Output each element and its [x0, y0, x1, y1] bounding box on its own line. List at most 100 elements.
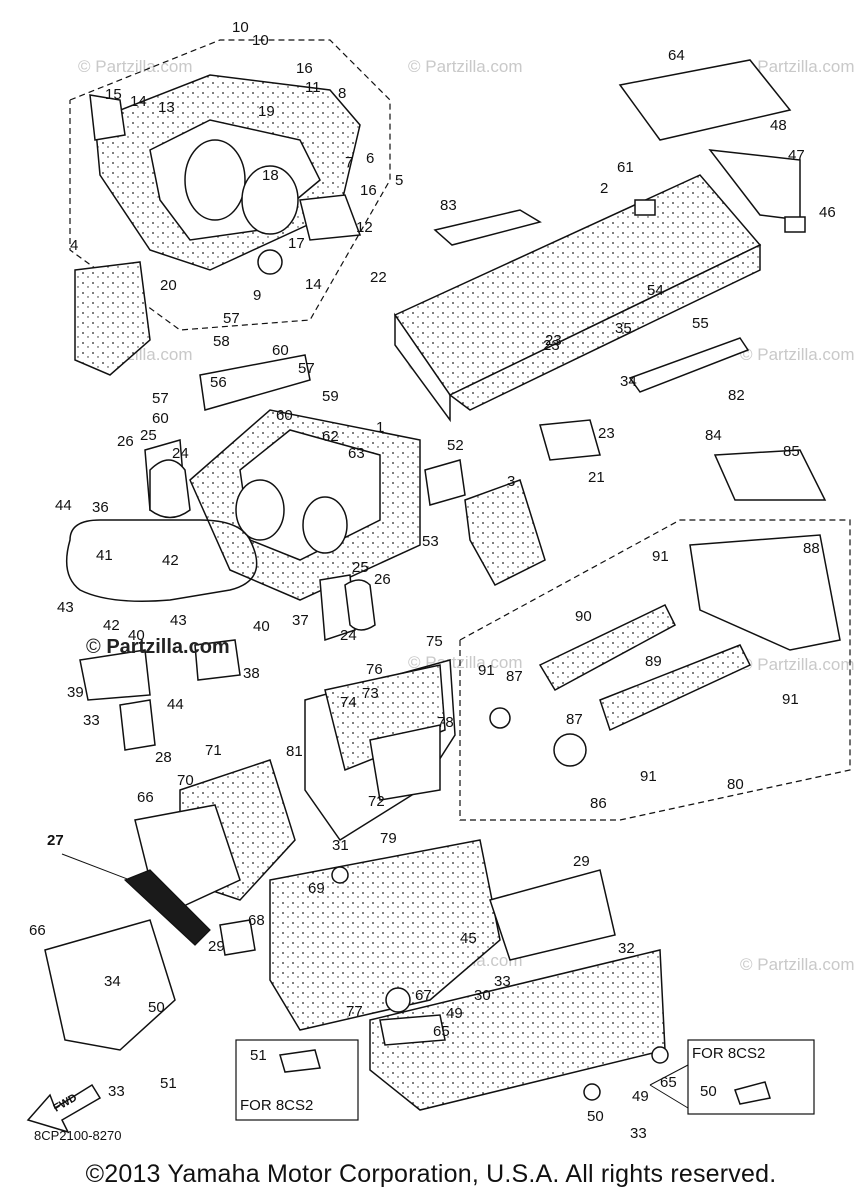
watermark: © Partzilla.com — [408, 57, 523, 76]
callout-label: 83 — [440, 197, 457, 214]
callout-label: 40 — [128, 627, 145, 644]
callout-label: 33 — [83, 712, 100, 729]
callout-label: 14 — [305, 276, 322, 293]
callout-label: 66 — [137, 789, 154, 806]
callout-label: 29 — [573, 853, 590, 870]
copyright-symbol-icon: © — [86, 636, 101, 658]
note-box-right: FOR 8CS2 50 — [649, 1039, 815, 1115]
callout-label: 68 — [248, 912, 265, 929]
watermark-bold: © Partzilla.com — [86, 636, 230, 659]
callout-label: 87 — [566, 711, 583, 728]
callout-label: 50 — [587, 1108, 604, 1125]
callout-label: 42 — [103, 617, 120, 634]
callouts: 10 10 16 15 14 13 19 11 8 6 18 7 16 5 12… — [29, 19, 836, 1142]
callout-label: 91 — [478, 662, 495, 679]
callout-label: 21 — [588, 469, 605, 486]
lower-body-group — [44, 659, 669, 1111]
callout-label: 64 — [668, 47, 685, 64]
callout-label: 32 — [618, 940, 635, 957]
callout-label: 28 — [155, 749, 172, 766]
callout-label: 1 — [376, 419, 384, 436]
note-box-left: 51 FOR 8CS2 — [235, 1039, 359, 1121]
callout-label: 19 — [258, 103, 275, 120]
callout-label: 24 — [172, 445, 189, 462]
callout-label: 43 — [57, 599, 74, 616]
callout-label: 67 — [415, 987, 432, 1004]
callout-label: 75 — [426, 633, 443, 650]
callout-label: 85 — [783, 443, 800, 460]
callout-label: 57 — [223, 310, 240, 327]
callout-label: 3 — [507, 473, 515, 490]
note-box-left-caption: FOR 8CS2 — [240, 1097, 313, 1114]
callout-label: 26 — [117, 433, 134, 450]
callout-label: 55 — [692, 315, 709, 332]
callout-label: 34 — [104, 973, 121, 990]
callout-label: 81 — [286, 743, 303, 760]
callout-label: 44 — [55, 497, 72, 514]
callout-label: 87 — [506, 668, 523, 685]
callout-label: 37 — [292, 612, 309, 629]
callout-label: 23 — [543, 337, 560, 354]
callout-label: 20 — [160, 277, 177, 294]
callout-label: 43 — [170, 612, 187, 629]
callout-label: 65 — [660, 1074, 677, 1091]
callout-label: 82 — [728, 387, 745, 404]
watermark: © Partzilla.com — [740, 955, 855, 974]
callout-label: 29 — [208, 938, 225, 955]
callout-label: 86 — [590, 795, 607, 812]
callout-label: 2 — [600, 180, 608, 197]
watermark: © Partzilla.com — [740, 655, 855, 674]
callout-label: 40 — [253, 618, 270, 635]
callout-label: 4 — [70, 237, 78, 254]
callout-label: 18 — [262, 167, 279, 184]
note-box-left-part: 51 — [250, 1047, 267, 1064]
watermark: © Partzilla.com — [740, 57, 855, 76]
rear-reinforcement-group — [459, 449, 851, 821]
callout-label: 63 — [348, 445, 365, 462]
callout-label: 59 — [322, 388, 339, 405]
callout-label: 58 — [213, 333, 230, 350]
callout-label: 84 — [705, 427, 722, 444]
callout-label: 35 — [615, 320, 632, 337]
callout-label: 53 — [422, 533, 439, 550]
callout-label: 25 — [140, 427, 157, 444]
callout-label: 73 — [362, 685, 379, 702]
watermark: © Partzilla.com — [78, 57, 193, 76]
callout-label: 79 — [380, 830, 397, 847]
callout-label: 70 — [177, 772, 194, 789]
callout-label: 33 — [630, 1125, 647, 1142]
callout-label: 44 — [167, 696, 184, 713]
callout-label: 24 — [340, 627, 357, 644]
callout-label: 57 — [152, 390, 169, 407]
callout-label: 52 — [447, 437, 464, 454]
callout-label: 60 — [272, 342, 289, 359]
callout-label: 16 — [296, 60, 313, 77]
main-frame-group — [65, 354, 546, 751]
callout-label: 13 — [158, 99, 175, 116]
callout-label: 22 — [370, 269, 387, 286]
callout-label: 89 — [645, 653, 662, 670]
callout-label: 57 — [298, 360, 315, 377]
callout-label: 72 — [368, 793, 385, 810]
callout-label: 69 — [308, 880, 325, 897]
callout-label: 25 — [352, 559, 369, 576]
callout-label: 77 — [346, 1003, 363, 1020]
callout-label: 7 — [345, 154, 353, 171]
callout-label: 33 — [494, 973, 511, 990]
callout-label: 9 — [253, 287, 261, 304]
callout-label: 61 — [617, 159, 634, 176]
callout-label: 27 — [47, 832, 64, 849]
callout-label: 16 — [360, 182, 377, 199]
callout-label: 34 — [620, 373, 637, 390]
callout-label: 91 — [652, 548, 669, 565]
callout-label: 62 — [322, 428, 339, 445]
callout-label: 51 — [160, 1075, 177, 1092]
callout-label: 45 — [460, 930, 477, 947]
callout-label: 47 — [788, 147, 805, 164]
callout-label: 38 — [243, 665, 260, 682]
callout-label: 91 — [782, 691, 799, 708]
tunnel-group — [393, 59, 806, 461]
callout-label: 30 — [474, 987, 491, 1004]
callout-label: 65 — [433, 1023, 450, 1040]
